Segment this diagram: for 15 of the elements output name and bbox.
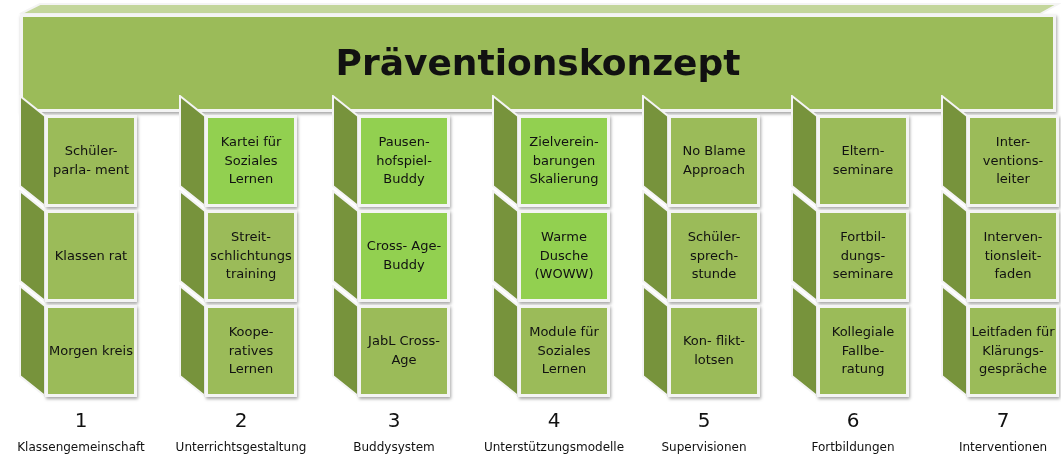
pillar-number: 2 (234, 408, 248, 432)
pillar-number: 4 (547, 408, 561, 432)
pillar-number: 7 (996, 408, 1010, 432)
pillar-caption: Buddysystem (353, 440, 435, 454)
pillar-caption: Klassengemeinschaft (17, 440, 145, 454)
pillar-caption: Supervisionen (661, 440, 747, 454)
roof-box: Präventionskonzept (20, 14, 1056, 112)
pillar-number: 1 (74, 408, 88, 432)
pillar-caption: Unterstützungsmodelle (483, 440, 625, 454)
pillar-caption: Interventionen (958, 440, 1048, 454)
pillar-number: 3 (387, 408, 401, 432)
pillar-number: 5 (697, 408, 711, 432)
pillar-number: 6 (846, 408, 860, 432)
pillar-caption: Fortbildungen (811, 440, 895, 454)
pillar-caption: Unterrichtsgestaltung (175, 440, 307, 454)
